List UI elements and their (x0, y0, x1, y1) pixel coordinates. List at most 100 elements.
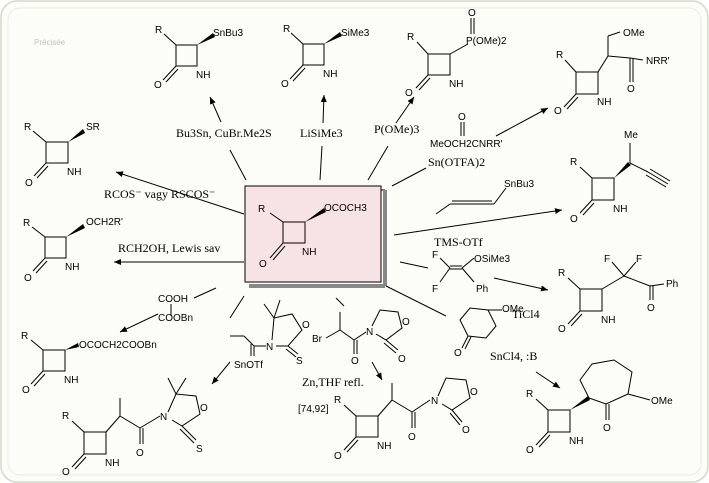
difluoro-r-label: R (558, 268, 565, 279)
thio-nh-label: NH (67, 167, 81, 178)
cyclohex-ome-label: OMe (651, 396, 673, 407)
amide-r-label: R (556, 50, 563, 61)
reagent-malonic: COOH COOBn (158, 294, 193, 324)
alkyne-r-label: R (570, 157, 577, 168)
reagent-ketone: OMe O (454, 304, 524, 359)
silyl-o-label: O (281, 79, 289, 90)
reagent-bromo-n-label: N (366, 327, 373, 338)
condition-3: P(OMe)3 (374, 122, 419, 136)
arrow-phosphonate (395, 96, 415, 124)
reagent-enol-s-label: S (296, 356, 303, 367)
malonyl-o-label: O (22, 385, 30, 396)
reagent-bromo-co-label: O (351, 356, 359, 367)
reagent-cooh-label: COOH (158, 294, 188, 305)
reaction-arrows (114, 94, 563, 389)
center-nh-label: NH (302, 247, 316, 258)
stannyl-o-label: O (154, 80, 162, 91)
thiazol-nh-label: NH (105, 458, 119, 469)
product-thio: R SR O NH (24, 122, 100, 189)
reagent-snotf-label: SnOTf (234, 360, 263, 371)
malonyl-sub-label: OCOCH2COOBn (79, 340, 157, 351)
oxazol-amide-o-label: O (408, 432, 416, 443)
oxazol-nh-label: NH (377, 441, 391, 452)
reagent-f2-label: F (432, 284, 438, 295)
condition-6: TMS-OTf (434, 235, 483, 249)
reagent-stannylbutene: SnBu3 (435, 179, 534, 215)
arrow-malonyl (119, 313, 159, 333)
silyl-nh-label: NH (323, 69, 337, 80)
arrow-difluoro (493, 277, 549, 292)
malonyl-r-label: R (21, 331, 28, 342)
arrow-thiazolidinone (211, 361, 231, 385)
condition-2: LiSiMe3 (300, 126, 343, 140)
amide-ome-label: OMe (623, 28, 645, 39)
product-cyclohexanone: R O OMe O NH (526, 359, 673, 456)
arrow-amide (495, 107, 549, 137)
oxazol-ring-co-label: O (462, 425, 470, 436)
ether-o-label: O (24, 273, 32, 284)
inner-frame (7, 7, 702, 476)
reagent-silylketene: F F OSiMe3 Ph (432, 250, 511, 295)
arrow-alkyne (393, 208, 563, 236)
condition-5: RCOS⁻ vagy RSCOS⁻ (104, 187, 215, 201)
arrow-cyclohexanone (535, 371, 561, 389)
difluoro-o-label: O (558, 324, 566, 335)
alkyne-o-label: O (570, 214, 578, 225)
product-ether: R OCH2R' O NH (23, 217, 123, 284)
stannyl-sub-label: SnBu3 (213, 28, 243, 39)
phosphonate-nh-label: NH (449, 79, 463, 90)
thiazol-r-label: R (62, 411, 69, 422)
condition-4: Sn(OTFA)2 (428, 155, 485, 169)
reagent-bromo-ring-co-label: O (398, 354, 406, 365)
phosphonate-sub-label: P(OMe)2 (466, 36, 507, 47)
silyl-r-label: R (283, 24, 290, 35)
thiazol-n-label: N (160, 412, 167, 423)
amide-nrr-label: NRR' (646, 56, 670, 67)
reagent-ketone-o-label: O (454, 348, 462, 359)
product-alkyne: R Me O NH (570, 130, 671, 225)
reagent-osime3-label: OSiMe3 (474, 254, 511, 265)
arrow-silyl (320, 94, 327, 124)
product-difluoro: R F F Ph O O NH (558, 254, 678, 335)
thiazol-o-label: O (62, 467, 70, 478)
arrow-oxazolidinone (371, 361, 383, 381)
malonyl-nh-label: NH (64, 375, 78, 386)
reagent-ph-label: Ph (476, 284, 488, 295)
thio-r-label: R (24, 122, 31, 133)
reagent-enol-n-label: N (266, 342, 273, 353)
cyclohex-o-label: O (526, 445, 534, 456)
arrow-stannyl (209, 96, 222, 123)
thiazol-co-label: O (136, 448, 144, 459)
reagent-bromo-ring-o-label: O (402, 317, 410, 328)
reagent-enol: SnOTf N O S (230, 299, 310, 371)
reagent-enol-o-label: O (302, 320, 310, 331)
oxazol-r-label: R (334, 395, 341, 406)
phosphonate-o-label: O (405, 88, 413, 99)
reagent-bromo: Br O N O O (312, 309, 410, 367)
thio-o-label: O (25, 178, 33, 189)
difluoro-f2-label: F (636, 254, 642, 265)
condition-8: TiCl4 (512, 307, 540, 321)
condition-7: RCH2OH, Lewis sav (118, 241, 220, 255)
difluoro-nh-label: NH (601, 315, 615, 326)
reagent-br-label: Br (312, 334, 323, 345)
center-substituent-label: OCOCH3 (324, 203, 367, 214)
product-stannyl: R SnBu3 O NH (154, 25, 243, 91)
phosphonate-po-label: O (468, 8, 476, 19)
arrow-thio (115, 171, 245, 215)
condition-10: Zn,THF refl. (302, 375, 364, 389)
cyclohex-co-label: O (603, 423, 611, 434)
ether-r-label: R (23, 218, 30, 229)
product-silyl: R SiMe3 O NH (281, 24, 370, 90)
conditions: Bu3Sn, CuBr.Me2S LiSiMe3 P(OMe)3 Sn(OTFA… (104, 122, 540, 415)
oxazol-o-label: O (334, 451, 342, 462)
amide-co-label: O (627, 84, 635, 95)
ether-sub-label: OCH2R' (86, 217, 123, 228)
reference-label: [74,92] (298, 404, 329, 415)
condition-9: SnCl4, :B (490, 349, 537, 363)
oxazol-n-label: N (431, 396, 438, 407)
alkyne-nh-label: NH (613, 204, 627, 215)
amide-nh-label: NH (597, 97, 611, 108)
